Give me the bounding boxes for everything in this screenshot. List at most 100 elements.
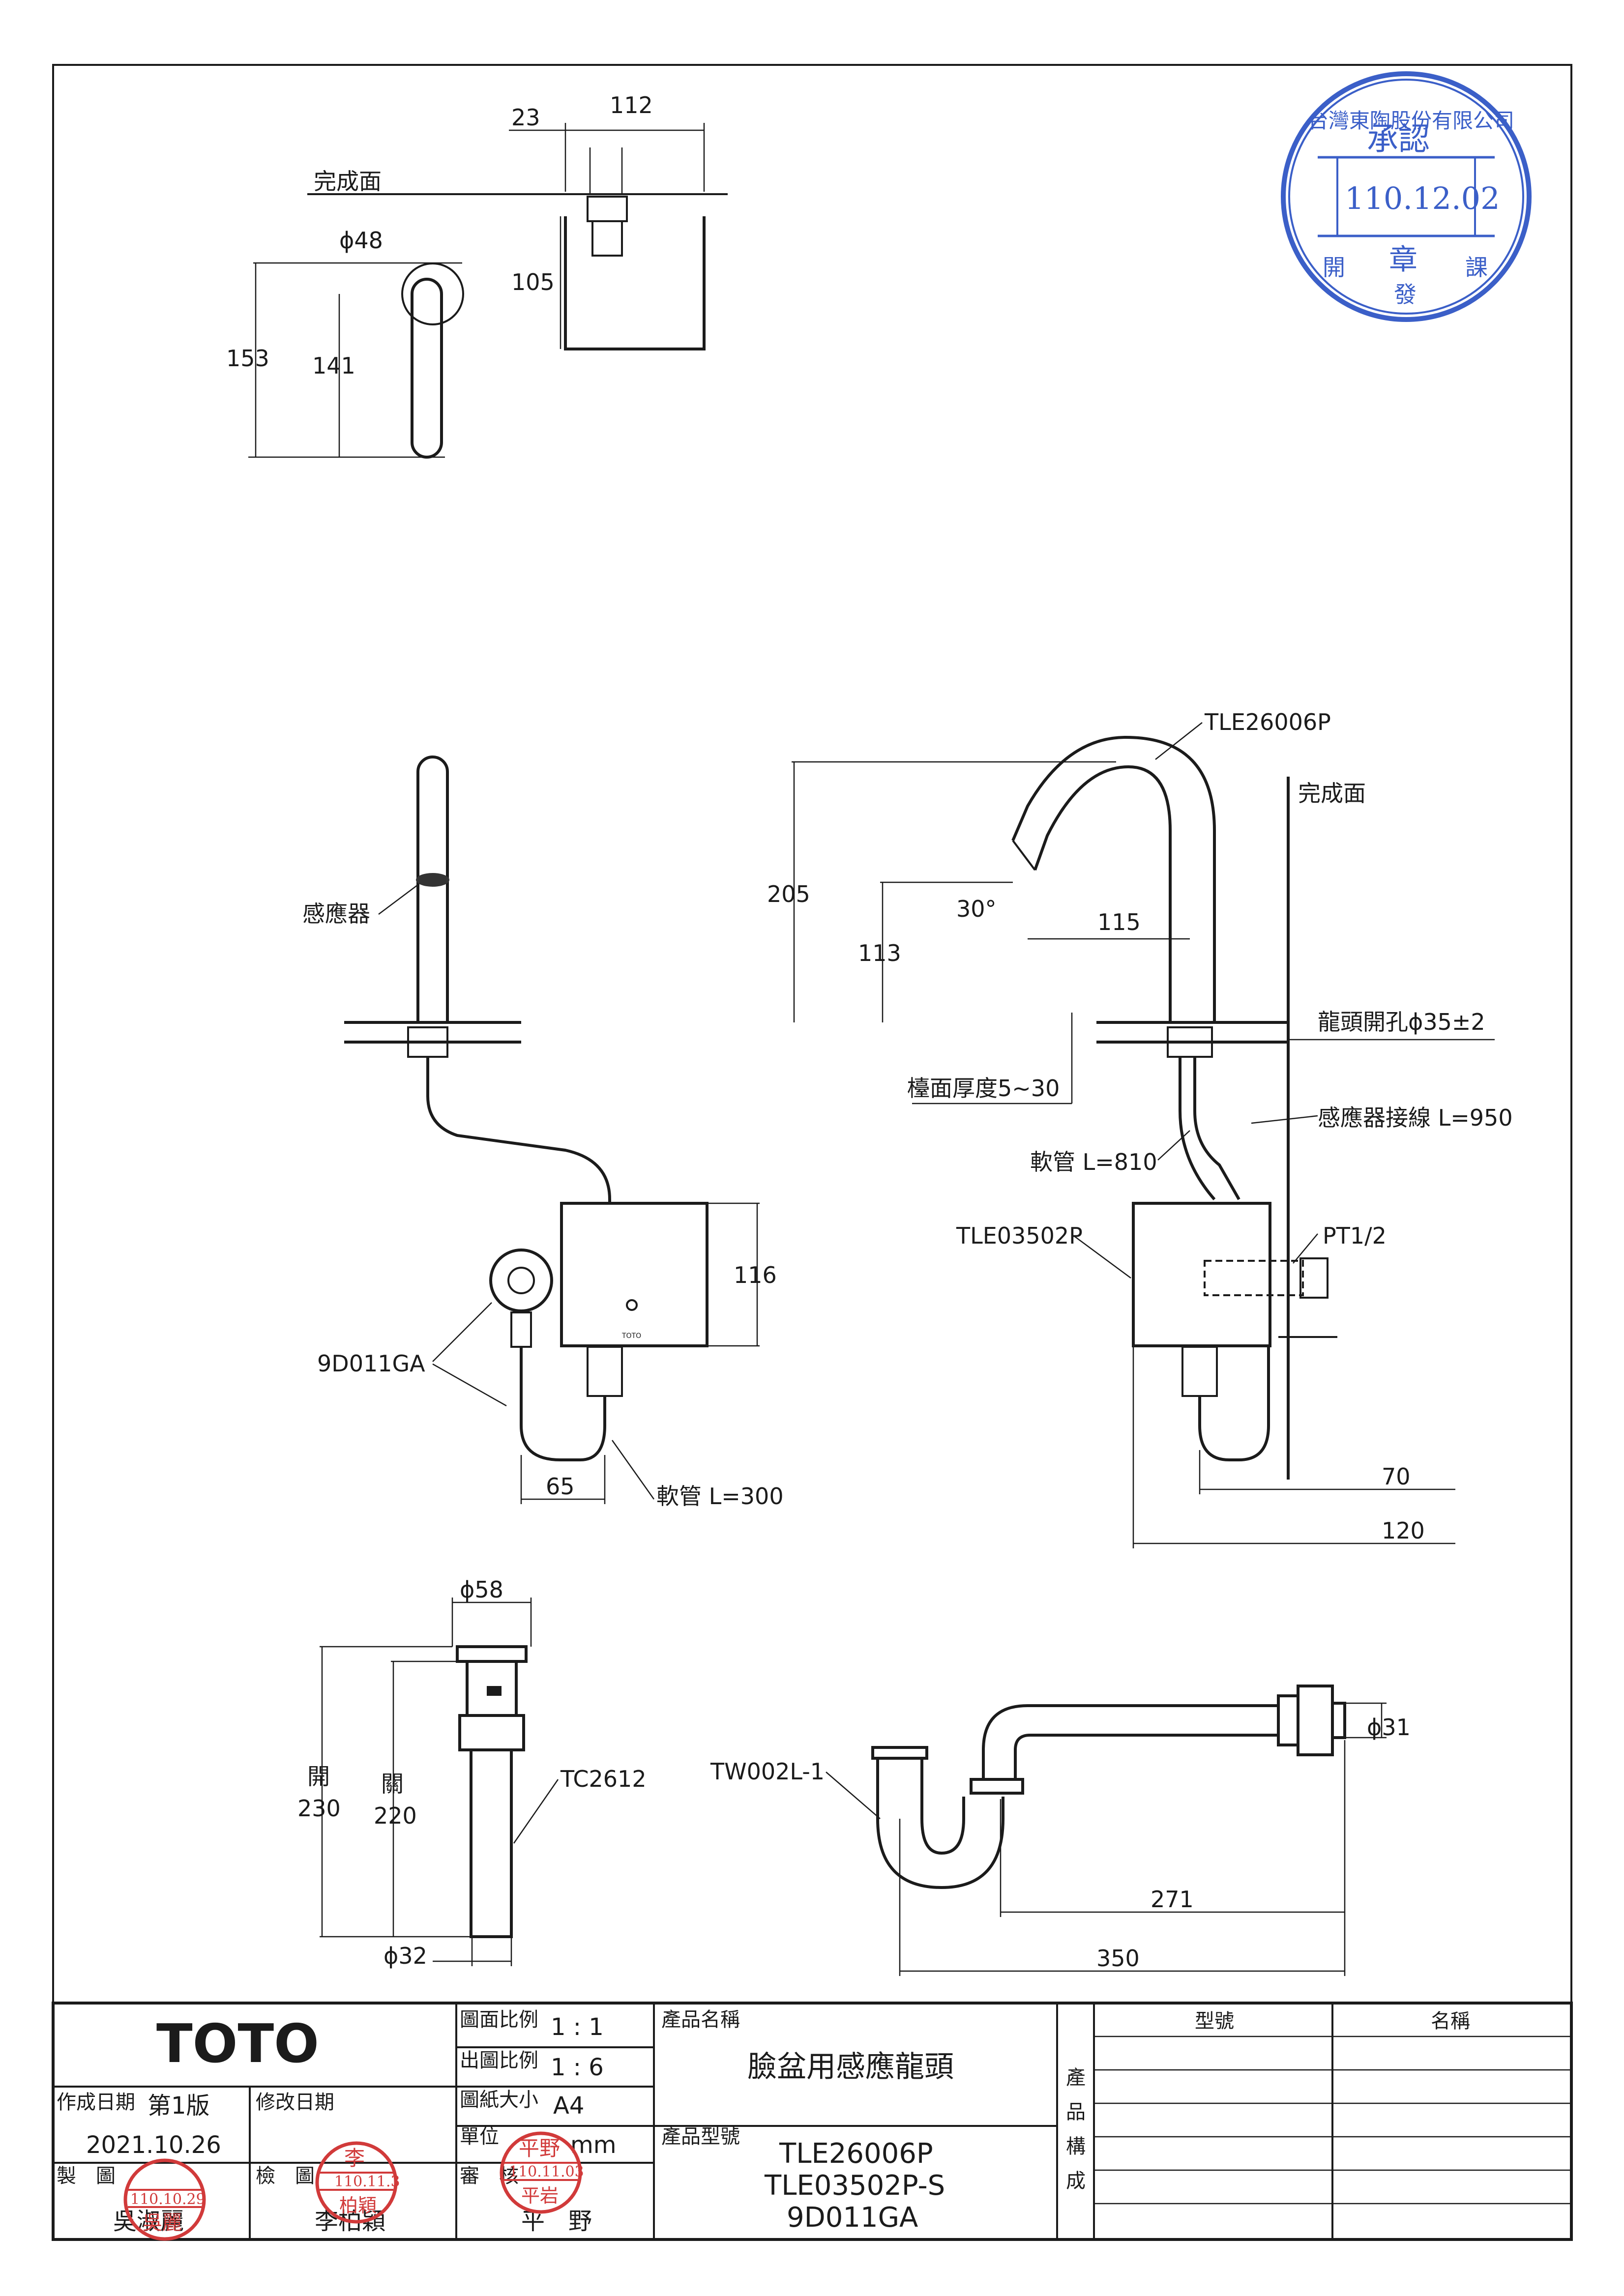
hole-label: 龍頭開孔ϕ35±2 <box>1318 1009 1485 1035</box>
sensor-cable <box>1193 1057 1240 1200</box>
drain-cap <box>456 1645 528 1663</box>
dim-phi31: ϕ31 <box>1367 1714 1411 1741</box>
dim-30deg: 30° <box>956 896 997 922</box>
drawn-stamp: 110.10.29 吳麗 <box>123 2158 206 2241</box>
trap-u-bend <box>876 1758 1004 1889</box>
drain-close-label: 關 <box>381 1771 404 1797</box>
spout-top <box>411 278 443 459</box>
unit-value: mm <box>570 2131 617 2159</box>
dim-phi32: ϕ32 <box>384 1943 427 1969</box>
counter-thickness-label: 檯面厚度5~30 <box>907 1075 1060 1102</box>
control-box-top <box>564 216 706 350</box>
valve-label: 9D011GA <box>317 1350 425 1377</box>
brand-logo: TOTO <box>156 2013 319 2075</box>
hose-loop-side <box>1198 1346 1270 1461</box>
sheet-border <box>52 64 1572 2240</box>
checked-stamp-surname: 柏穎 <box>339 2195 377 2216</box>
comp-char-4: 成 <box>1066 2170 1086 2192</box>
stamp-date: 110.12.02 <box>1345 180 1500 216</box>
dim-350: 350 <box>1096 1945 1140 1972</box>
dim-115: 115 <box>1097 909 1141 935</box>
side-view: 完成面 TLE26006P 205 113 30° 115 龍頭開孔ϕ35±2 … <box>767 709 1513 1548</box>
thread-label: PT1/2 <box>1323 1222 1387 1249</box>
comp-char-1: 產 <box>1066 2066 1086 2089</box>
hose-300-label: 軟管 L=300 <box>656 1483 784 1510</box>
dim-65: 65 <box>546 1473 575 1500</box>
box-brand: TOTO <box>621 1332 641 1340</box>
model-2: TLE03502P-S <box>764 2170 945 2202</box>
stamp-company: 台灣東陶股份有限公司 <box>1308 109 1514 133</box>
control-box-front <box>560 1202 709 1347</box>
paper-size-value: A4 <box>553 2092 584 2120</box>
drain-close-val: 220 <box>374 1802 417 1829</box>
comp-char-2: 品 <box>1066 2101 1086 2123</box>
approved-stamp: 平野 110.11.03 平岩 <box>500 2131 584 2214</box>
drain-pipe <box>470 1748 513 1938</box>
dim-141: 141 <box>312 352 355 379</box>
drain-thread <box>458 1714 525 1751</box>
angle-valve <box>489 1249 553 1312</box>
trap-inlet-cap <box>871 1746 928 1760</box>
col-name-header: 名稱 <box>1431 2010 1470 2033</box>
front-view: 感應器 TOTO 116 9D011GA 65 軟管 L=300 <box>302 756 784 1510</box>
approved-stamp-surname: 平岩 <box>521 2185 559 2207</box>
dim-116: 116 <box>734 1262 777 1288</box>
approved-label: 審 核 <box>460 2165 519 2187</box>
side-finish-label: 完成面 <box>1298 780 1366 807</box>
dim-113: 113 <box>858 940 901 966</box>
stamp-dept-left: 開 <box>1323 254 1345 281</box>
edition: 第1版 <box>148 2092 210 2120</box>
spout-front <box>416 756 449 1024</box>
revised-label: 修改日期 <box>256 2091 334 2114</box>
model-1: TLE26006P <box>779 2138 933 2170</box>
stamp-dept-right: 課 <box>1465 254 1488 281</box>
spout-side <box>1011 735 1216 1022</box>
dim-120: 120 <box>1382 1517 1425 1544</box>
drawn-stamp-date: 110.10.29 <box>130 2191 206 2208</box>
drawn-by: 吳淑麗 <box>113 2208 184 2235</box>
comp-char-3: 構 <box>1066 2135 1086 2158</box>
product-model-label: 產品型號 <box>661 2125 740 2148</box>
product-name: 臉盆用感應龍頭 <box>747 2050 954 2084</box>
drain-open-val: 230 <box>297 1795 341 1822</box>
checked-stamp-date: 110.11.3 <box>334 2173 400 2190</box>
checked-stamp: 李 110.11.3 柏穎 <box>315 2141 400 2224</box>
col-model-header: 型號 <box>1195 2010 1234 2033</box>
paper-size-label: 圖紙大小 <box>460 2089 538 2111</box>
approval-stamp: 台灣東陶股份有限公司 承認 110.12.02 章 開 課 發 <box>1281 71 1532 322</box>
dim-271: 271 <box>1151 1886 1194 1913</box>
dim-105: 105 <box>511 269 555 295</box>
drain-view: ϕ58 開 230 關 220 TC2612 ϕ32 <box>297 1576 647 1969</box>
created-date: 2021.10.26 <box>86 2131 221 2159</box>
checked-label: 檢 圖 <box>256 2165 315 2187</box>
trap-wall-flange <box>1297 1685 1334 1756</box>
inlet-fitting <box>591 220 623 257</box>
trap-view: ϕ31 TW002L-1 271 350 <box>710 1685 1411 1976</box>
scale-value: 1 : 1 <box>551 2013 604 2041</box>
stamp-seal: 章 <box>1389 243 1417 276</box>
product-name-label: 產品名稱 <box>661 2008 740 2031</box>
scale-label: 圖面比例 <box>460 2008 538 2031</box>
dim-112: 112 <box>610 92 653 118</box>
drain-open-label: 開 <box>307 1763 330 1790</box>
print-scale-label: 出圖比例 <box>460 2049 538 2072</box>
sensor-window <box>416 873 449 887</box>
inlet-stub <box>587 196 628 222</box>
hose-810-label: 軟管 L=810 <box>1030 1149 1157 1175</box>
print-scale-value: 1 : 6 <box>551 2054 604 2081</box>
trap-part-label: TW002L-1 <box>710 1758 825 1785</box>
checked-stamp-name: 李 <box>344 2146 365 2170</box>
stamp-dept-bottom: 發 <box>1394 281 1417 308</box>
dim-23: 23 <box>511 104 540 131</box>
supply-hose-side <box>1179 1057 1216 1200</box>
sensor-label: 感應器 <box>302 901 370 927</box>
approved-stamp-name: 平野 <box>519 2136 560 2160</box>
sensor-wire-label: 感應器接線 L=950 <box>1318 1104 1513 1131</box>
supply-hose-front <box>426 1057 611 1204</box>
finish-surface-label: 完成面 <box>314 168 382 195</box>
model-3: 9D011GA <box>787 2202 918 2234</box>
box-model-label: TLE03502P <box>956 1222 1083 1249</box>
unit-label: 單位 <box>460 2125 499 2148</box>
dim-phi58: ϕ58 <box>460 1576 503 1603</box>
